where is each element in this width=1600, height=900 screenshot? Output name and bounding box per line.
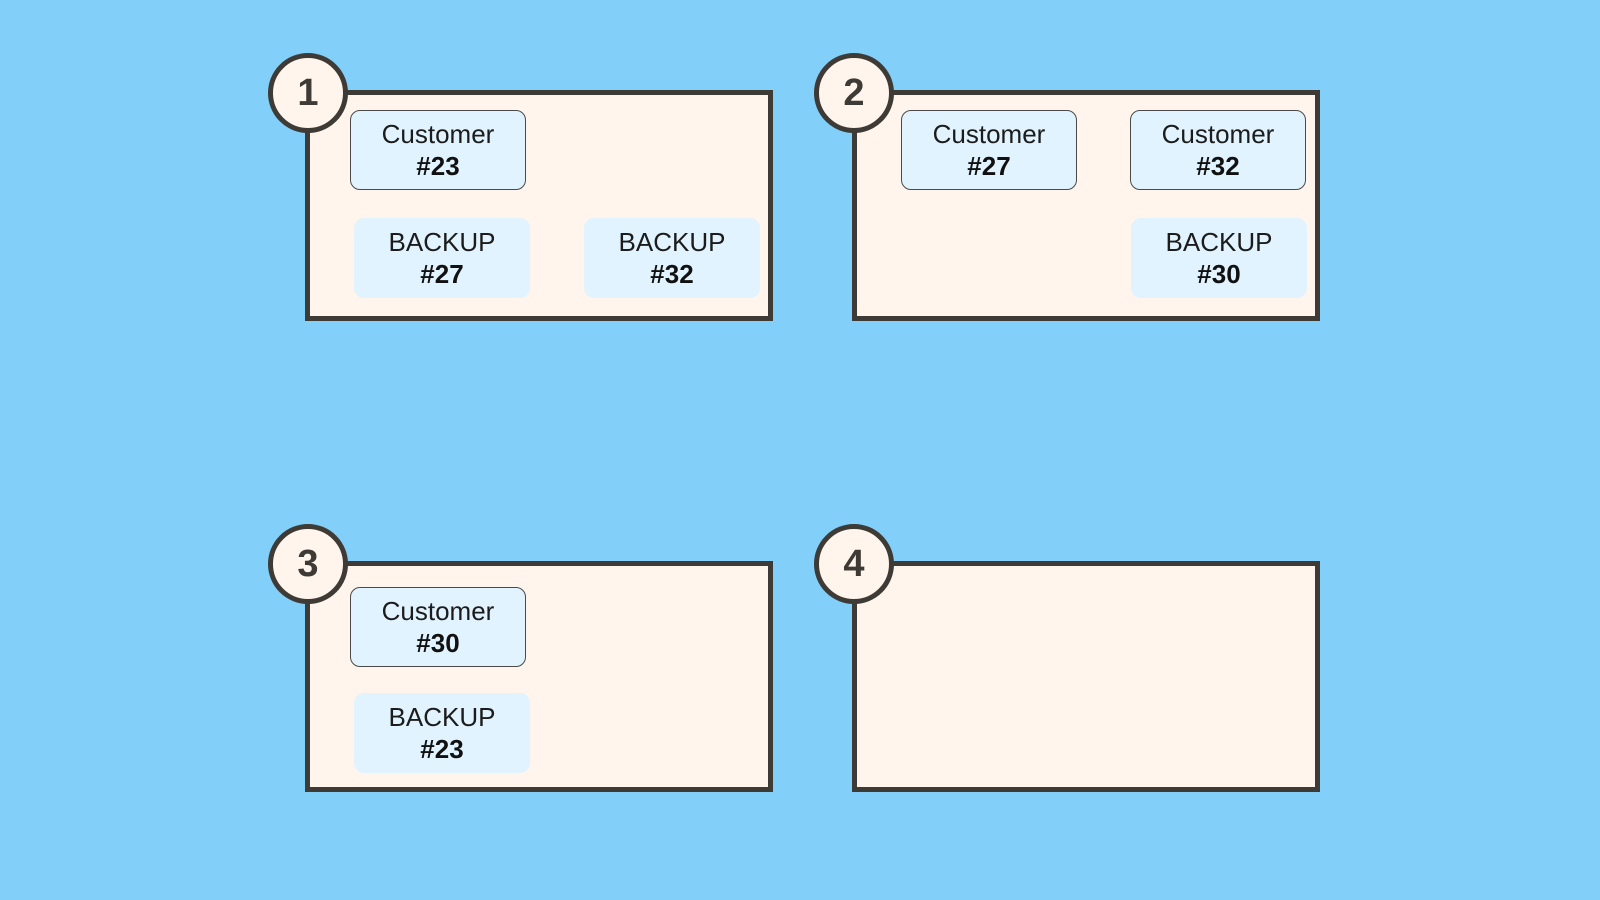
panel-4-number-badge: 4 [814, 524, 894, 604]
customer-card-27: Customer #27 [901, 110, 1077, 190]
customer-label: Customer [932, 118, 1046, 149]
backup-number: #30 [1197, 259, 1241, 289]
customer-number: #30 [416, 628, 460, 658]
panel-2-number-badge: 2 [814, 53, 894, 133]
backup-number: #32 [650, 259, 694, 289]
backup-card-30: BACKUP #30 [1131, 218, 1307, 298]
customer-number: #23 [416, 151, 460, 181]
panel-1-number-badge: 1 [268, 53, 348, 133]
customer-number: #32 [1196, 151, 1240, 181]
customer-card-30: Customer #30 [350, 587, 526, 667]
backup-label: BACKUP [1165, 226, 1273, 257]
backup-card-27: BACKUP #27 [354, 218, 530, 298]
customer-card-23: Customer #23 [350, 110, 526, 190]
customer-label: Customer [381, 118, 495, 149]
backup-number: #23 [420, 734, 464, 764]
backup-number: #27 [420, 259, 464, 289]
backup-label: BACKUP [618, 226, 726, 257]
customer-number: #27 [967, 151, 1011, 181]
backup-card-23: BACKUP #23 [354, 693, 530, 773]
customer-label: Customer [381, 595, 495, 626]
panel-4 [852, 561, 1320, 792]
backup-label: BACKUP [388, 701, 496, 732]
backup-label: BACKUP [388, 226, 496, 257]
backup-card-32: BACKUP #32 [584, 218, 760, 298]
customer-label: Customer [1161, 118, 1275, 149]
customer-card-32: Customer #32 [1130, 110, 1306, 190]
panel-3-number-badge: 3 [268, 524, 348, 604]
